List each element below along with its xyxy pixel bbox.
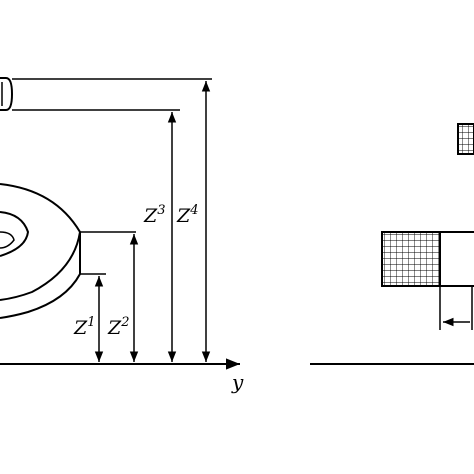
torus-body xyxy=(0,183,81,319)
hatched-block-large xyxy=(381,231,441,287)
hatched-box-small xyxy=(457,123,474,155)
dim-label-z3: Z3 xyxy=(143,203,165,227)
dim-label-z2: Z2 xyxy=(107,315,129,339)
axis-label-y: y xyxy=(231,370,244,394)
dim-label-z4: Z4 xyxy=(176,203,198,227)
top-cylinder xyxy=(0,77,14,111)
block-outline xyxy=(440,231,474,287)
dim-label-z1: Z1 xyxy=(73,315,95,339)
